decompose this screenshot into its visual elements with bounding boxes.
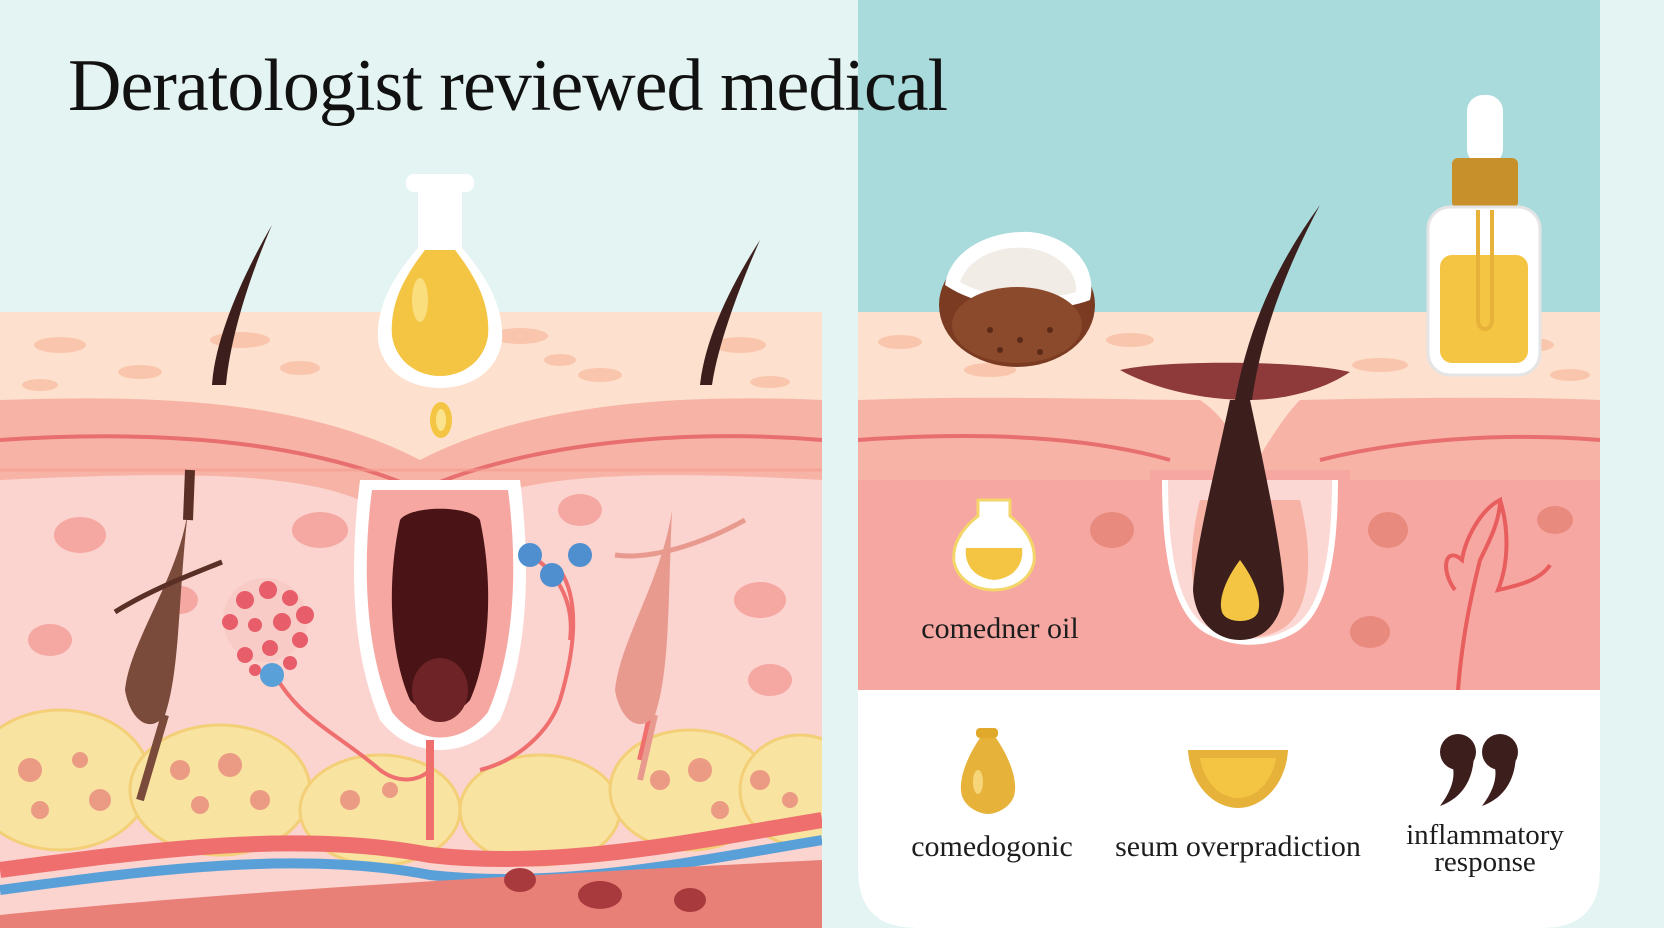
legend-label-comedogenic: comedogonic <box>911 830 1073 863</box>
fat-cells <box>18 752 798 819</box>
oil-drop <box>430 402 452 438</box>
quote-marks-icon <box>1440 734 1518 806</box>
hair-strand-center <box>1235 205 1320 400</box>
hair-follicle-right <box>614 510 747 781</box>
left-skin-section <box>0 312 822 928</box>
oil-flask-icon <box>377 174 503 388</box>
hair-strand-right <box>700 240 760 385</box>
oil-label: comedner oil <box>921 612 1079 645</box>
deep-cells <box>504 868 706 912</box>
vein <box>0 835 822 895</box>
sebum-bowl-icon <box>1188 750 1288 808</box>
dermis-cells <box>28 494 792 696</box>
comedogenic-oil-flask-icon <box>952 498 1036 592</box>
legend-label-inflammatory: inflammatory response <box>1406 819 1564 878</box>
dropper-bottle-icon <box>1426 95 1542 377</box>
molecule-icon <box>518 543 592 641</box>
fat-layer <box>0 708 822 867</box>
oil-drop-icon <box>960 728 1016 814</box>
legend-panel <box>858 690 1600 928</box>
page-title: Deratologist reviewed medical <box>68 45 948 127</box>
artery <box>0 812 822 878</box>
clogged-pore <box>391 508 489 714</box>
enlarged-pore <box>1120 362 1350 400</box>
coconut-icon <box>939 231 1095 367</box>
bacteria-cluster <box>222 578 314 687</box>
hair-strand-left <box>212 225 272 385</box>
legend-label-sebum: seum overpradiction <box>1115 830 1361 863</box>
hair-follicle-left <box>113 469 223 802</box>
right-skin-section <box>858 312 1600 690</box>
